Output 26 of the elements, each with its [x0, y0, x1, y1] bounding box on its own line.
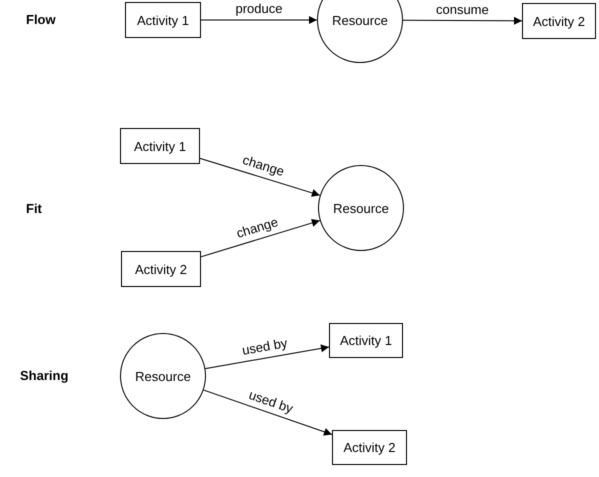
- row-label: Sharing: [20, 368, 68, 383]
- activity-box: [522, 3, 596, 39]
- node-label: Activity 1: [134, 138, 186, 154]
- activity-box: [121, 251, 201, 287]
- node-label: Activity 2: [134, 262, 187, 276]
- node-label: Resource: [333, 200, 389, 216]
- node-label: Resource: [332, 12, 388, 28]
- node-label: Activity 2: [532, 14, 585, 28]
- arrow: [203, 390, 332, 436]
- row-label: Fit: [26, 201, 42, 216]
- edge-label: produce: [234, 2, 284, 16]
- row-label: Flow: [26, 12, 56, 27]
- activity-box: [329, 323, 403, 358]
- node-label: Activity 2: [343, 440, 396, 455]
- arrow: [200, 219, 320, 258]
- node-label: Activity 1: [136, 12, 189, 28]
- node-label: Activity 1: [340, 333, 392, 348]
- activity-box: [332, 430, 407, 465]
- activity-box: [120, 128, 200, 164]
- arrow: [204, 344, 330, 370]
- activity-box: [125, 2, 201, 38]
- node-label: Resource: [135, 368, 191, 384]
- arrow: [200, 16, 318, 24]
- arrow: [200, 158, 320, 197]
- arrow: [402, 16, 522, 25]
- resource-circle: [317, 0, 403, 63]
